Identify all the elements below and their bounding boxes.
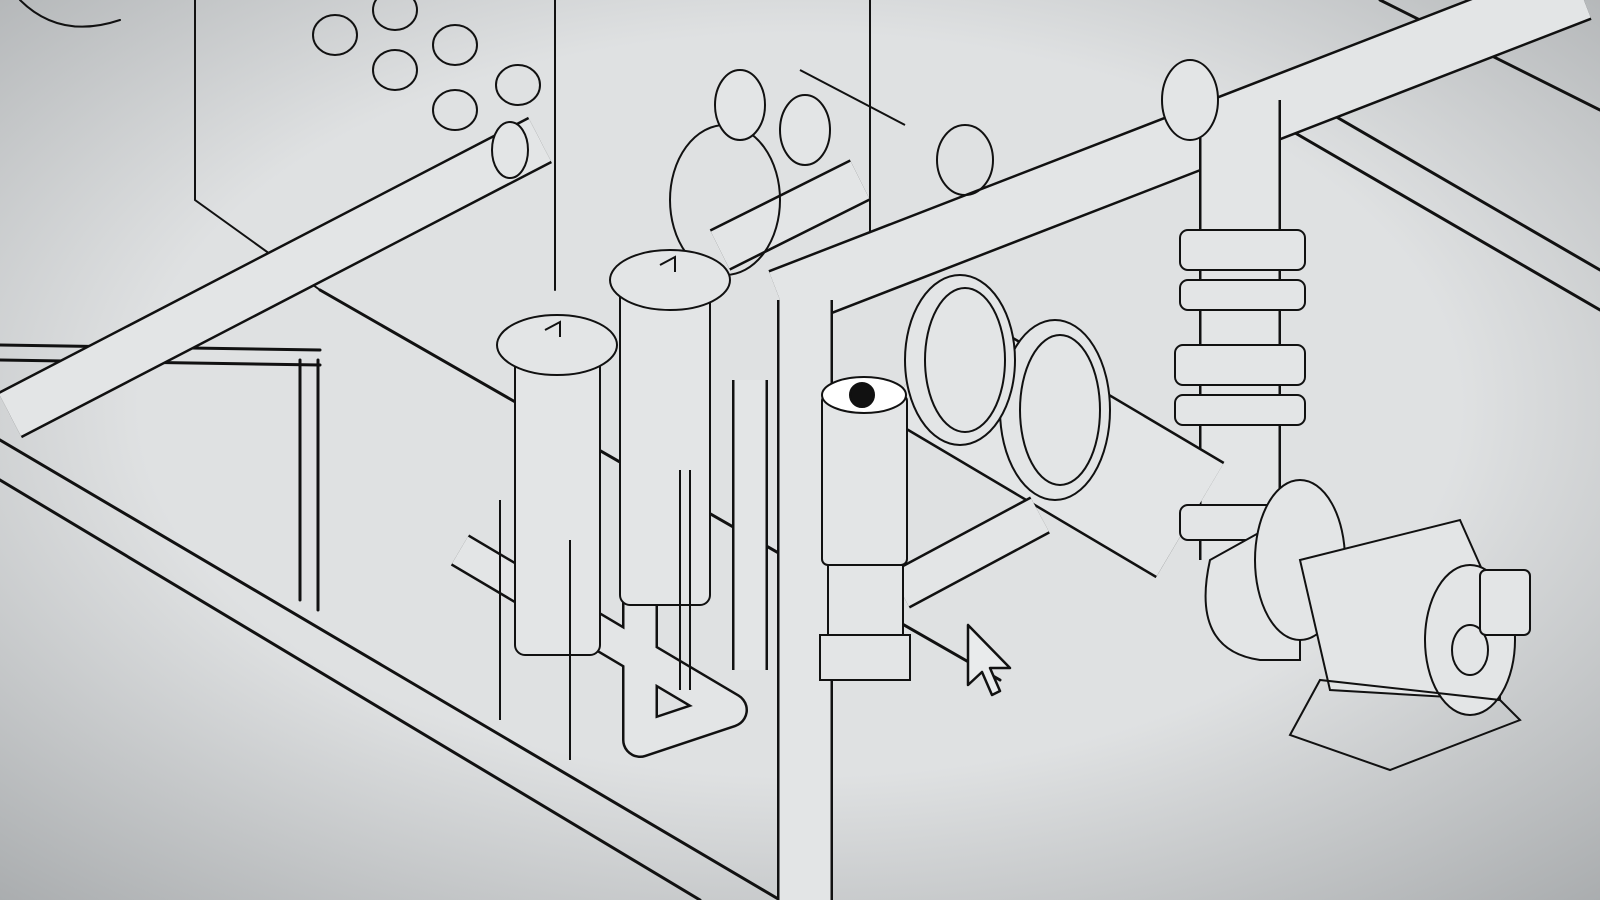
left-diagonal-pipe xyxy=(0,116,552,439)
main-header-pipe xyxy=(768,0,1592,330)
vertical-multistage-pump xyxy=(819,376,911,681)
end-suction-pump xyxy=(1204,479,1531,772)
filter-housing-right xyxy=(609,249,731,690)
mouse-cursor-icon xyxy=(966,623,1012,697)
ball-valve xyxy=(714,69,906,166)
valve-handwheel xyxy=(936,124,994,196)
filter-housing-left xyxy=(496,314,618,760)
pipe-flanges xyxy=(491,59,1306,541)
